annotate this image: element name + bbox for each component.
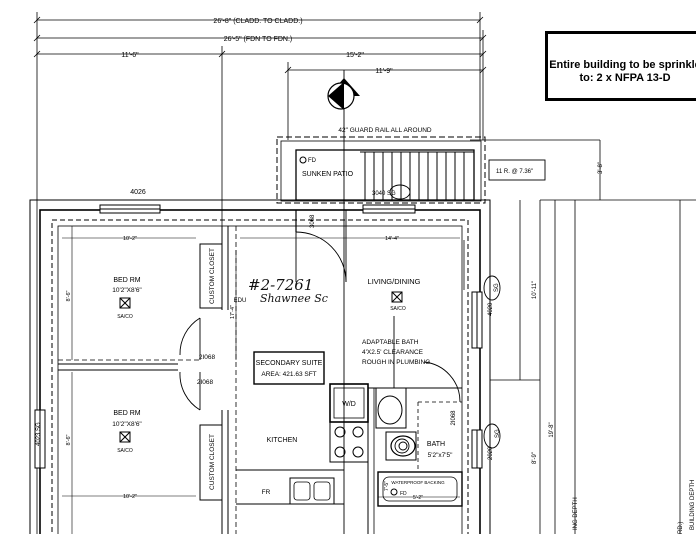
bed1-detector: SA/CO (117, 314, 133, 320)
bath-size: 5'2"x7'5" (428, 452, 453, 459)
closet1-label: CUSTOM CLOSET (209, 248, 216, 304)
dim-mid-height: 17'-4" (230, 305, 236, 319)
patio-fd-label: FD (308, 158, 317, 164)
edge-building-depth: BUILDING DEPTH (690, 480, 696, 530)
door1-label: 2I068 (199, 354, 216, 361)
dim-bed1-width: 10'-2" (123, 236, 137, 242)
dim-bed2-width: 10'-2" (123, 494, 137, 500)
detector-symbols (119, 291, 403, 443)
kitchen-name: KITCHEN (267, 437, 298, 444)
guard-rail-label: 42" GUARD RAIL ALL AROUND (338, 127, 432, 134)
dim-bed2-height: 8'-6" (66, 434, 72, 445)
right-dimension-lines (470, 139, 696, 534)
suite-title: SECONDARY SUITE (256, 360, 323, 367)
window-2020-tag: SG (495, 429, 501, 438)
section-letter: A (335, 91, 345, 98)
bath-door-label: 2I068 (451, 410, 457, 426)
window-2020-label: 2020 (488, 446, 494, 460)
dim-left-run: 11'-6" (121, 52, 139, 59)
edge-ing-depth: ING DEPTH (573, 497, 579, 530)
dim-bed1-height: 8'-6" (66, 290, 72, 301)
dim-patio-run: 11'-9" (375, 68, 393, 75)
section-marker (327, 78, 360, 110)
riser-box (488, 159, 546, 181)
dim-bath-width: 5'-2" (413, 495, 423, 501)
handwritten-street: Shawnee Sc (260, 292, 328, 305)
living-detector: SA/CO (390, 306, 406, 312)
dim-right-3-8: 3'-8" (598, 162, 604, 174)
sprinkler-note-line1: Entire building to be sprinkle (549, 59, 696, 71)
bed1-size: 10'2"X8'6" (112, 287, 142, 294)
sliding-door-label: 3040 SG (372, 191, 396, 197)
bed2-size: 10'2"X8'6" (112, 421, 142, 428)
bath-name: BATH (427, 441, 445, 448)
sprinkler-note: Entire building to be sprinkle to: 2 x N… (545, 31, 696, 101)
fridge-label: FR (262, 489, 271, 496)
kitchen-fixtures (236, 383, 407, 505)
washer-dryer-label: W/D (342, 401, 356, 408)
bed2-name: BED RM (113, 410, 140, 417)
tub-dim-label: 7'-5" (384, 481, 390, 491)
bed2-detector: SA/CO (117, 448, 133, 454)
dim-right-run: 15'-2" (346, 52, 364, 59)
window-callouts (389, 184, 501, 454)
riser-label: 11 R. @ 7.36" (496, 169, 533, 175)
adaptable-bath-line1: ADAPTABLE BATH (362, 339, 419, 346)
adaptable-bath-line3: ROUGH IN PLUMBING (362, 359, 430, 366)
sprinkler-note-line2: to: 2 x NFPA 13-D (579, 72, 671, 84)
door-swings (179, 210, 461, 411)
dim-right-8-9: 8'-9" (532, 452, 538, 464)
adaptable-bath-line2: 4'X2.5' CLEARANCE (362, 349, 424, 356)
sunken-patio (276, 136, 486, 204)
window-4020-label: 4020 (488, 302, 494, 316)
edge-rd: RD.) (678, 522, 684, 534)
closet2-label: CUSTOM CLOSET (209, 434, 216, 490)
exterior-walls (29, 199, 491, 534)
windows (34, 204, 483, 469)
top-dimension-lines (33, 12, 487, 534)
bed1-name: BED RM (113, 277, 140, 284)
window-4026-label: 4026 (130, 189, 146, 196)
dim-right-10-11: 10'-11" (532, 281, 538, 299)
edu-label: EDU (234, 298, 247, 304)
window-4020-tag: SG (494, 283, 500, 292)
door2-label: 2I068 (197, 379, 214, 386)
dim-fdn: 26'-5" (FDN TO FDN.) (224, 36, 293, 43)
dim-living-width: 14'-4" (385, 236, 399, 242)
room-dimension-lines (62, 226, 460, 534)
dim-cladd: 26'-8" (CLADD. TO CLADD.) (213, 18, 302, 25)
suite-box (253, 351, 325, 385)
suite-area: AREA: 421.63 SFT (261, 371, 316, 378)
door-3068-label: 3068 (310, 214, 316, 228)
bath-fixtures (377, 431, 463, 507)
living-name: LIVING/DINING (368, 277, 421, 286)
window-4023-label: 4023 SG (36, 422, 42, 446)
bath-fd-label: FD (400, 491, 407, 497)
handwritten-unit-number: #2-7261 (248, 276, 313, 294)
patio-label: SUNKEN PATIO (302, 171, 354, 178)
backing-label: WATERPROOF BACKING (391, 480, 445, 485)
dim-right-19-8: 19'-8" (549, 422, 555, 437)
